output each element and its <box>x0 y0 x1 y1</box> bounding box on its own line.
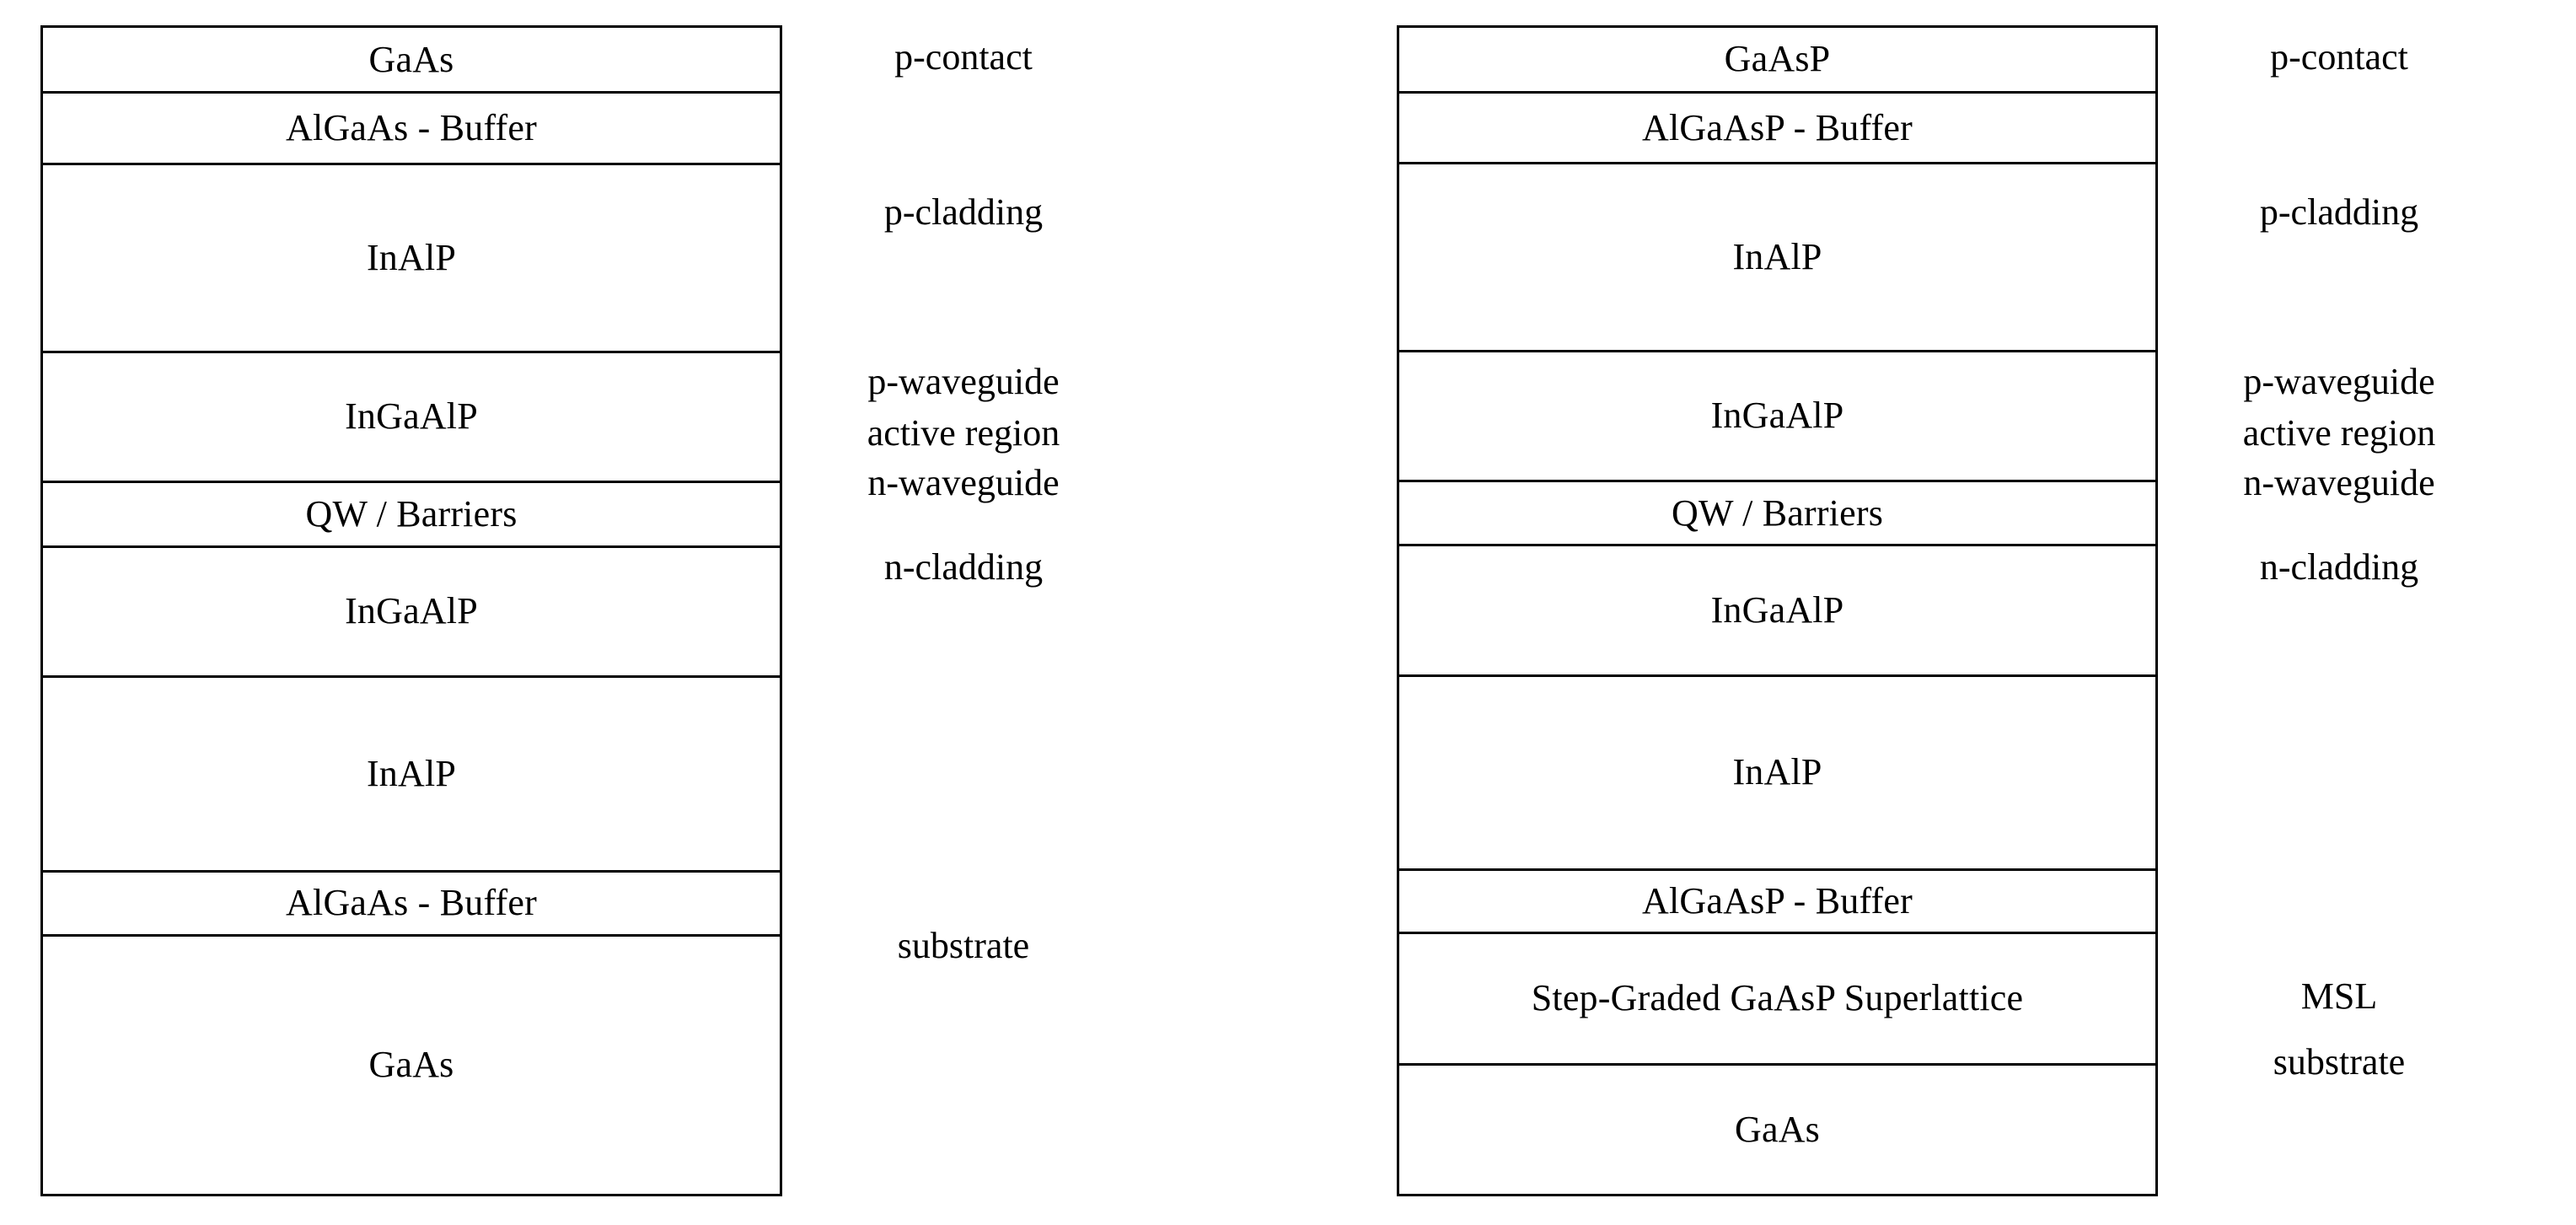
layer-box: InGaAlP <box>1399 546 2155 677</box>
layer-box: AlGaAsP - Buffer <box>1399 871 2155 935</box>
role-label: active region <box>867 411 1060 454</box>
role-label: n-cladding <box>2259 545 2419 588</box>
layer-material-label: AlGaAs - Buffer <box>286 882 537 924</box>
right-role-labels: p-contact p-cladding p-waveguide active … <box>2162 25 2516 1196</box>
layer-material-label: InGaAlP <box>345 395 478 438</box>
layer-material-label: QW / Barriers <box>1671 492 1884 534</box>
layer-material-label: InAlP <box>366 236 457 278</box>
layer-material-label: InGaAlP <box>1710 588 1844 631</box>
layer-box: InAlP <box>43 678 780 873</box>
layer-material-label: InGaAlP <box>345 590 478 632</box>
role-label: n-cladding <box>883 545 1044 588</box>
left-layer-stack: GaAs AlGaAs - Buffer InAlP InGaAlP QW / … <box>40 25 782 1196</box>
layer-box: Step-Graded GaAsP Superlattice <box>1399 934 2155 1066</box>
layer-box: QW / Barriers <box>43 483 780 548</box>
right-structure: GaAsP AlGaAsP - Buffer InAlP InGaAlP QW … <box>1290 0 2576 1225</box>
layer-material-label: GaAs <box>368 1044 454 1086</box>
layer-material-label: AlGaAsP - Buffer <box>1642 106 1913 148</box>
role-label: substrate <box>2273 1040 2406 1083</box>
layer-box: AlGaAs - Buffer <box>43 94 780 165</box>
role-label: p-waveguide <box>2243 360 2435 402</box>
layer-material-label: Step-Graded GaAsP Superlattice <box>1531 977 2024 1019</box>
layer-material-label: GaAsP <box>1724 38 1831 80</box>
role-label: p-waveguide <box>867 360 1060 402</box>
layer-material-label: AlGaAsP - Buffer <box>1642 880 1913 922</box>
layer-box: InAlP <box>43 164 780 353</box>
layer-material-label: QW / Barriers <box>305 492 518 535</box>
role-label: p-contact <box>2270 35 2408 78</box>
layer-box: GaAs <box>43 936 780 1195</box>
left-structure: GaAs AlGaAs - Buffer InAlP InGaAlP QW / … <box>40 25 1145 1196</box>
layer-material-label: InAlP <box>1732 751 1822 793</box>
role-label: MSL <box>2300 975 2378 1017</box>
role-label: p-cladding <box>883 191 1044 233</box>
role-label: n-waveguide <box>2243 461 2435 503</box>
layer-box: AlGaAsP - Buffer <box>1399 94 2155 165</box>
role-label: p-contact <box>894 35 1033 78</box>
right-layer-stack: GaAsP AlGaAsP - Buffer InAlP InGaAlP QW … <box>1397 25 2158 1196</box>
role-label: n-waveguide <box>867 461 1060 503</box>
layer-box: InGaAlP <box>43 547 780 679</box>
layer-box: QW / Barriers <box>1399 482 2155 547</box>
role-label: substrate <box>897 924 1030 966</box>
layer-material-label: InGaAlP <box>1710 395 1844 437</box>
layer-material-label: InAlP <box>1732 235 1822 277</box>
layer-box: GaAs <box>43 28 780 94</box>
layer-box: InGaAlP <box>43 352 780 484</box>
layer-box: GaAs <box>1399 1065 2155 1194</box>
layer-box: InGaAlP <box>1399 352 2155 483</box>
layer-box: GaAsP <box>1399 28 2155 94</box>
left-role-labels: p-contact p-cladding p-waveguide active … <box>782 25 1145 1196</box>
role-label: p-cladding <box>2259 191 2419 233</box>
layer-material-label: InAlP <box>366 753 457 795</box>
layer-box: InAlP <box>1399 164 2155 352</box>
layer-material-label: AlGaAs - Buffer <box>286 106 537 148</box>
layer-material-label: GaAs <box>1734 1108 1820 1150</box>
layer-box: InAlP <box>1399 676 2155 872</box>
layer-box: AlGaAs - Buffer <box>43 873 780 937</box>
layer-material-label: GaAs <box>368 38 454 80</box>
role-label: active region <box>2242 411 2436 454</box>
